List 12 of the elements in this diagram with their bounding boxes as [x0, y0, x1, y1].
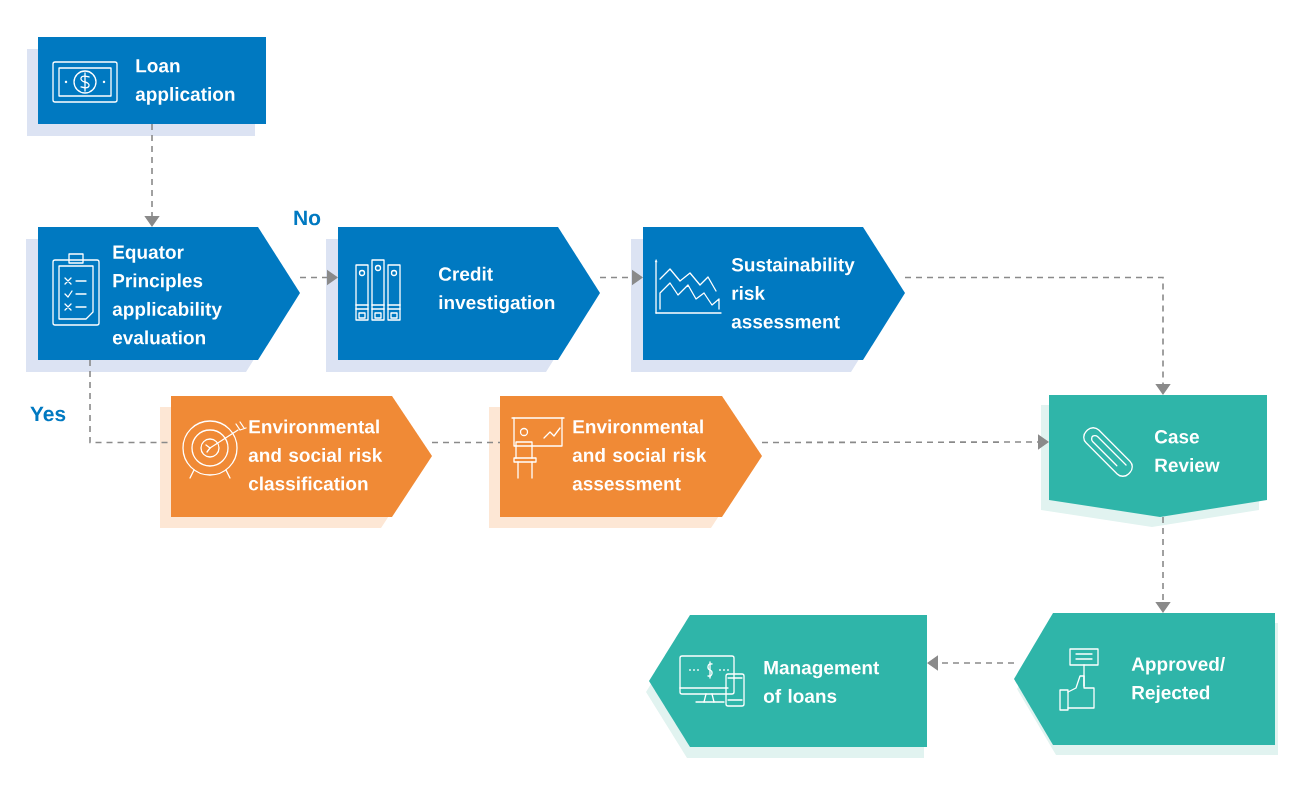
step-box: Environmental and social risk assessment — [489, 396, 762, 528]
step-box: Case Review — [1041, 395, 1267, 527]
step-box: Sustainability risk assessment — [631, 227, 905, 372]
arrow — [904, 276, 1171, 395]
step-box: Approved/ Rejected — [1014, 613, 1278, 755]
edge-label: No — [292, 209, 322, 227]
step-box: Loan application — [27, 37, 266, 136]
step-box: Environmental and social risk classification — [160, 396, 432, 528]
step-box: Equator Principles applicability evaluation — [26, 227, 300, 372]
edge-label: Yes — [28, 405, 68, 423]
step-box: Management of loans — [646, 615, 927, 758]
step-box: Credit investigation — [326, 227, 600, 372]
